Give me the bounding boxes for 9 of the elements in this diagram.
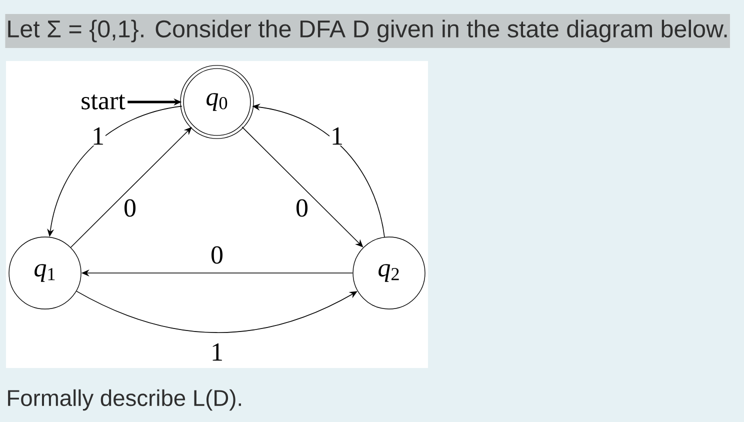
edge-label: 0	[122, 198, 138, 218]
question-text: Formally describe L(D).	[8, 389, 241, 411]
highlighted-text: Let Σ = {0,1}. Consider the DFA D given in the state diagram below.	[5, 14, 730, 48]
edge-label: 0	[210, 245, 224, 265]
start-label: start	[82, 94, 126, 110]
edge-label: 1	[90, 126, 106, 146]
edge-label: 1	[210, 342, 224, 362]
edge-label: 0	[294, 198, 310, 218]
edge-label: 1	[330, 126, 344, 146]
